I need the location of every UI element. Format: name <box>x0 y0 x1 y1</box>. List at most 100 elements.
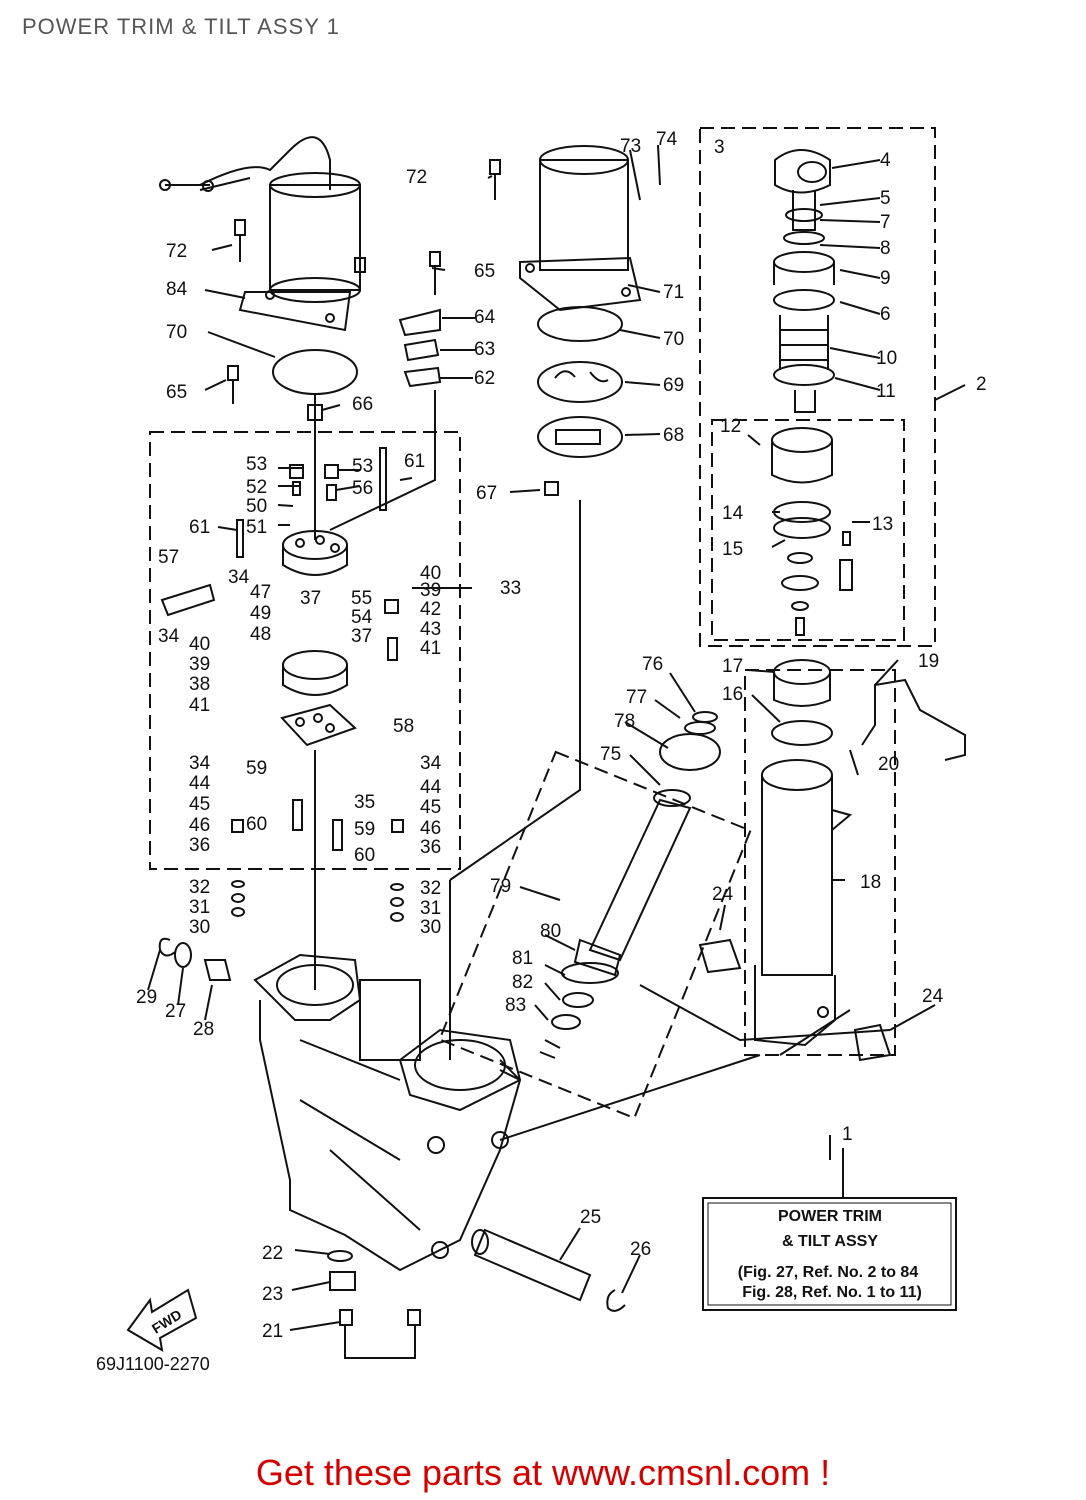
callout: 47 <box>250 582 271 603</box>
tilt-rod <box>773 149 835 413</box>
note-line4: Fig. 28, Ref. No. 1 to 11) <box>742 1284 922 1301</box>
callout: 61 <box>189 517 210 538</box>
callout: 50 <box>246 496 267 517</box>
bushing-24-upper <box>698 938 742 974</box>
shaft-25 <box>473 1228 592 1302</box>
callout: 26 <box>630 1239 651 1260</box>
callout: 66 <box>352 394 373 415</box>
note-box: POWER TRIM & TILT ASSY (Fig. 27, Ref. No… <box>702 1148 957 1311</box>
callout: 40 <box>189 634 210 655</box>
callout: 23 <box>262 1284 283 1305</box>
valve-66 <box>307 404 323 421</box>
callout: 27 <box>165 1001 186 1022</box>
callout: 72 <box>406 167 427 188</box>
cylinder-assy-box <box>699 127 936 647</box>
o-ring-77 <box>684 721 716 735</box>
callout: 59 <box>246 758 267 779</box>
mesh-63 <box>403 338 440 362</box>
callout: 33 <box>500 578 521 599</box>
callout: 22 <box>262 1243 283 1264</box>
callout: 67 <box>476 483 497 504</box>
callout: 24 <box>712 884 734 905</box>
cylinder-18 <box>754 659 853 1047</box>
callout: 55 <box>351 588 372 609</box>
callout: 72 <box>166 241 187 262</box>
callout: 39 <box>189 654 210 675</box>
callout: 58 <box>393 716 414 737</box>
filter-68 <box>537 416 623 458</box>
callout: 16 <box>722 684 743 705</box>
callout: 46 <box>189 815 210 836</box>
callout: 2 <box>976 374 987 395</box>
piston-12 <box>771 427 853 636</box>
cover-64 <box>398 308 441 337</box>
callout: 34 <box>420 753 442 774</box>
callout: 30 <box>420 917 441 938</box>
callout: 24 <box>922 986 944 1007</box>
callout: 62 <box>474 368 495 389</box>
callout: 49 <box>250 603 271 624</box>
callout: 81 <box>512 948 533 969</box>
callout: 65 <box>166 382 187 403</box>
plate-58 <box>280 703 357 747</box>
callout: 65 <box>474 261 495 282</box>
callout: 29 <box>136 987 157 1008</box>
callout: 77 <box>626 687 647 708</box>
callout: 36 <box>189 835 210 856</box>
callout: 79 <box>490 876 511 897</box>
callout: 56 <box>352 478 373 499</box>
valve-body-lower <box>282 650 348 696</box>
callout: 8 <box>880 238 891 259</box>
callout: 59 <box>354 819 375 840</box>
o-ring-76 <box>692 711 718 723</box>
callout: 60 <box>354 845 375 866</box>
callout: 57 <box>158 547 179 568</box>
callout: 48 <box>250 624 271 645</box>
seat-62 <box>403 366 442 388</box>
screw-67 <box>544 481 559 496</box>
plug-28 <box>203 959 232 981</box>
valve-80 <box>573 938 622 977</box>
callout: 63 <box>474 339 495 360</box>
callout: 44 <box>420 777 442 798</box>
note-line2: & TILT ASSY <box>782 1233 878 1250</box>
callout: 51 <box>246 517 267 538</box>
valve-assy-box <box>149 431 461 870</box>
callout: 40 <box>420 563 441 584</box>
callout: 20 <box>878 754 899 775</box>
callout: 21 <box>262 1321 283 1342</box>
bracket-57 <box>160 583 216 617</box>
callout: 70 <box>166 322 187 343</box>
bolt-72-right <box>489 159 501 200</box>
plug-23 <box>329 1271 356 1291</box>
callout: 6 <box>880 304 891 325</box>
callout: 38 <box>189 674 210 695</box>
pipe-21 <box>339 1309 421 1359</box>
callout: 31 <box>420 898 441 919</box>
callout: 11 <box>876 381 896 402</box>
callout: 17 <box>722 656 743 677</box>
callout: 41 <box>189 695 210 716</box>
callout: 74 <box>656 129 678 150</box>
o-ring-22 <box>327 1250 353 1262</box>
callout: 32 <box>420 878 441 899</box>
callout: 34 <box>189 753 211 774</box>
callout: 53 <box>246 454 267 475</box>
callout: 37 <box>300 588 321 609</box>
bolt-65-center <box>429 251 441 295</box>
footer-link-text[interactable]: Get these parts at www.cmsnl.com ! <box>255 1452 831 1493</box>
callout: 14 <box>722 503 744 524</box>
callout: 39 <box>420 580 441 601</box>
callout: 37 <box>351 626 372 647</box>
o-ring-70-left <box>272 349 358 395</box>
o-ring-27 <box>174 942 192 968</box>
motor-84 <box>159 136 366 332</box>
callout: 31 <box>189 897 210 918</box>
manual-valve-box <box>438 750 752 1120</box>
callout: 46 <box>420 818 441 839</box>
callout: 83 <box>505 995 526 1016</box>
callout: 71 <box>663 282 684 303</box>
callout: 54 <box>351 607 373 628</box>
callout: 28 <box>193 1019 214 1040</box>
callout: 60 <box>246 814 267 835</box>
